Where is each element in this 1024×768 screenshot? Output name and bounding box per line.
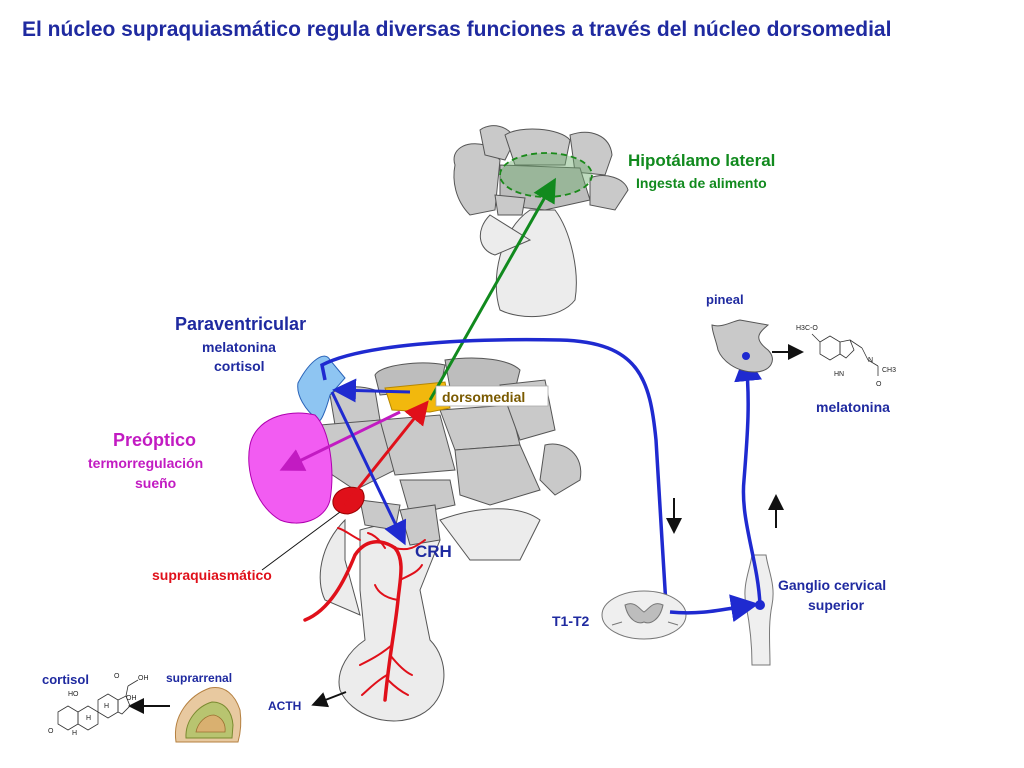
spinal-cord-cross-section [601,590,687,640]
arrow-dorsomedial-to-pvn [332,378,411,403]
cortisol-label-oh2: OH [126,695,137,702]
preoptic-title: Preóptico [113,430,196,450]
slide-title: El núcleo supraquiasmático regula divers… [22,18,892,41]
scn-leader-line [261,511,341,571]
ganglion-label-line1: Ganglio cervical [778,577,886,593]
preoptic-sub1: termorregulación [88,455,203,471]
lateral-hypothalamus-title: Hipotálamo lateral [628,151,775,170]
spinal-segment-label: T1-T2 [552,613,590,629]
ganglion-label-line2: superior [808,597,865,613]
crh-vessels [303,527,426,702]
pineal-terminal [742,352,750,360]
adrenal-label: suprarrenal [166,671,232,685]
lateral-hypothalamus-region [499,152,593,198]
pineal-gland [711,319,773,373]
paraventricular-sub1: melatonina [202,339,276,355]
melatonin-label-nh: N [868,357,873,364]
preoptic-sub2: sueño [135,475,176,491]
arrow-dorsomedial-to-preoptic [279,410,401,471]
lateral-hypothalamus-function: Ingesta de alimento [636,175,767,191]
paraventricular-title: Paraventricular [175,314,306,334]
crh-label: CRH [415,542,452,561]
arrow-dorsomedial-to-lateral [428,177,556,401]
cortisol-label: cortisol [42,672,89,687]
pathway-pvn-to-spinal [320,337,668,606]
cortisol-label-o2: O [48,728,54,735]
melatonin-label: melatonina [816,399,890,415]
paraventricular-nucleus [297,355,346,422]
arrow-pvn-to-crh [330,391,407,546]
pineal-label: pineal [706,292,744,307]
cortisol-label-ho: HO [68,691,79,698]
superior-cervical-ganglion [744,554,774,666]
paraventricular-sub2: cortisol [214,358,265,374]
pathway-spinal-to-ganglion [669,594,759,623]
acth-label: ACTH [268,699,301,713]
adrenal-gland [174,686,242,743]
melatonin-label-ch3o: H3C-O [796,325,818,332]
cortisol-label-o1: O [114,673,120,680]
melatonin-molecule [811,333,879,376]
cortisol-label-h1: H [104,703,109,710]
preoptic-nucleus [248,412,333,524]
arrow-pituitary-to-adrenal [311,691,347,708]
dorsomedial-label: dorsomedial [442,389,525,405]
cortisol-label-oh1: OH [138,675,149,682]
dorsomedial-label-box [435,385,549,407]
pathway-ganglion-to-pineal [734,353,763,606]
cortisol-label-h2: H [86,715,91,722]
cortisol-label-h3: H [72,730,77,737]
scn-label: supraquiasmático [152,567,272,583]
ganglion-cell-body [755,600,765,610]
melatonin-label-ch3: CH3 [882,367,896,374]
arrow-scn-to-dorsomedial [343,400,429,506]
dorsomedial-nucleus [384,381,451,413]
melatonin-label-o: O [876,381,882,388]
cortisol-molecule [57,679,139,731]
melatonin-label-hn: HN [834,371,844,378]
